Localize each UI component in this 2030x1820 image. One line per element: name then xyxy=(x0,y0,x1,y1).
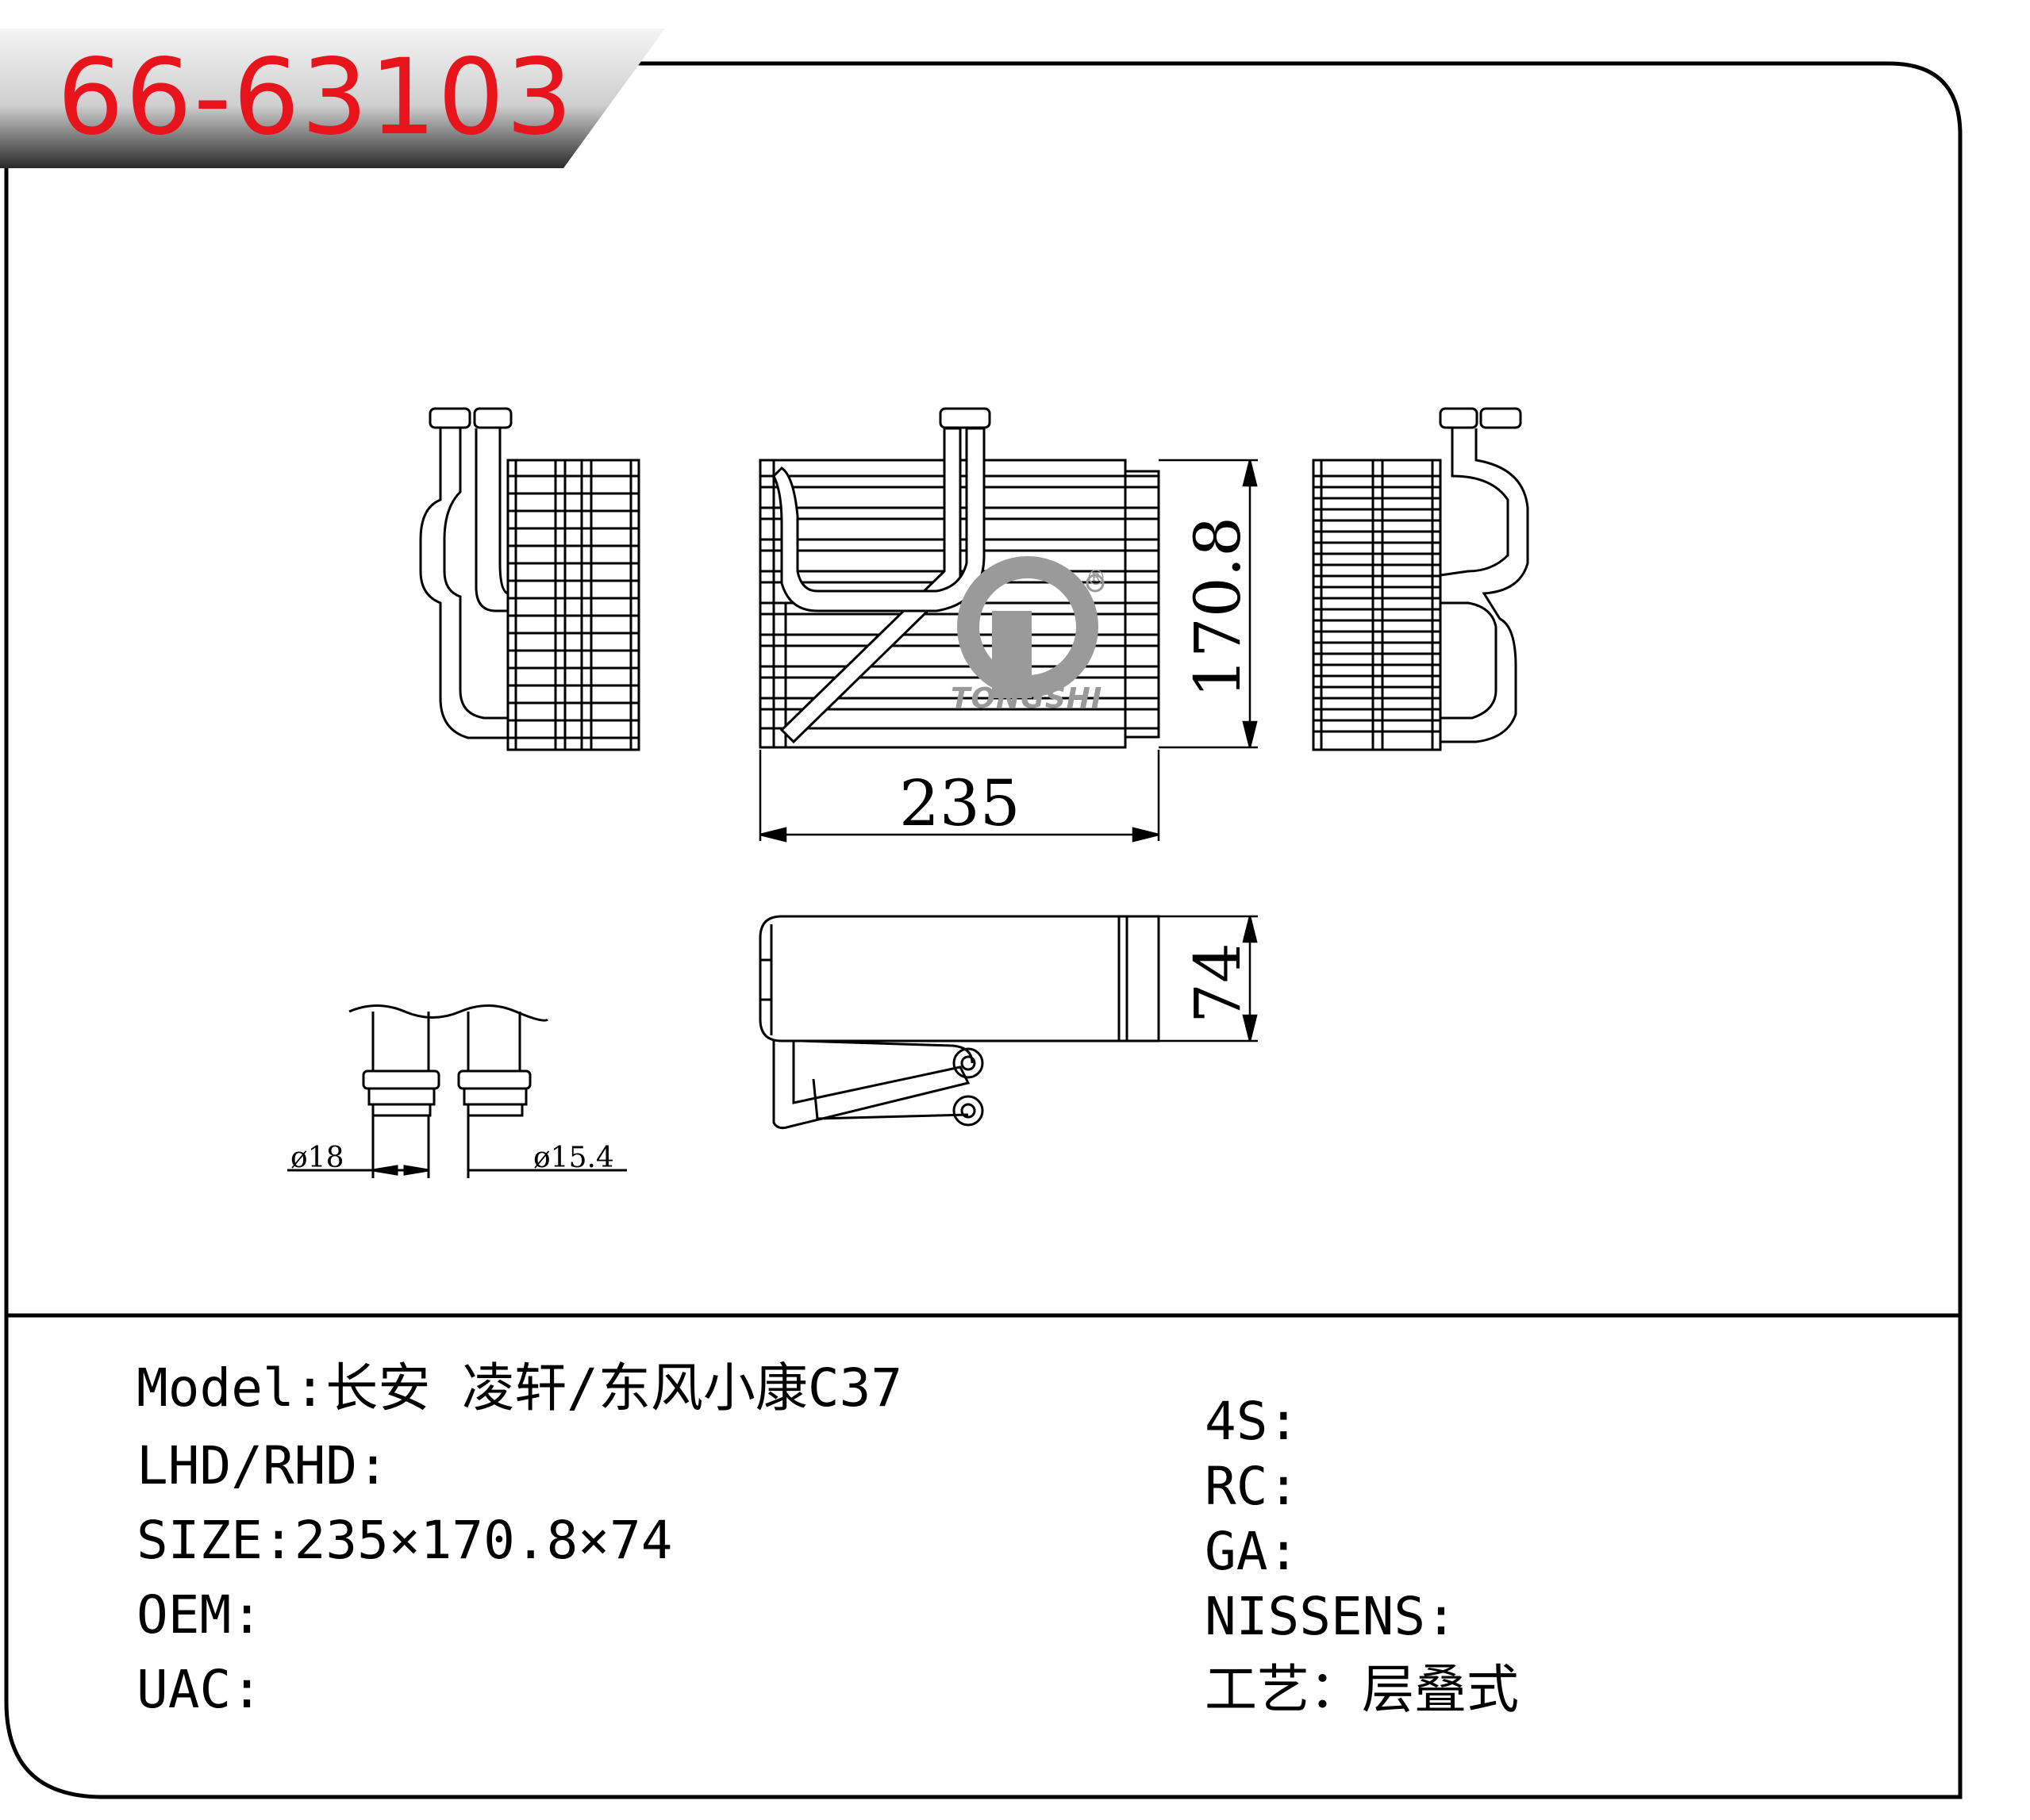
spec-value-model: 长安 凌轩/东风小康C37 xyxy=(325,1357,903,1419)
depth-dimension: 74 xyxy=(1181,943,1255,1023)
pipe-outer-diameter: ø18 xyxy=(290,1142,344,1174)
left-view-fins xyxy=(508,474,639,739)
spec-value-process: 层叠式 xyxy=(1362,1659,1519,1720)
part-number: 66-63103 xyxy=(57,36,575,159)
spec-label-model: Model: xyxy=(136,1357,326,1419)
side-view-left xyxy=(419,407,640,751)
pipe-detail xyxy=(287,1004,627,1178)
spec-label-size: SIZE: xyxy=(136,1510,294,1571)
spec-row-ga: GA: xyxy=(1205,1520,1299,1584)
brand-logo xyxy=(957,556,1105,698)
right-view-fins xyxy=(1313,474,1440,733)
width-dimension: 235 xyxy=(899,766,1021,840)
spec-label-uac: UAC: xyxy=(136,1659,263,1720)
spec-value-size: 235×170.8×74 xyxy=(294,1510,673,1571)
spec-row-nissens: NISSENS: xyxy=(1205,1585,1457,1649)
spec-label-process: 工艺： xyxy=(1205,1659,1362,1720)
dimension-lines xyxy=(759,459,1258,1042)
spec-label-rc: RC: xyxy=(1205,1456,1300,1517)
spec-row-4s: 4S: xyxy=(1205,1390,1299,1453)
spec-row-process: 工艺：层叠式 xyxy=(1205,1658,1519,1722)
spec-label-ga: GA: xyxy=(1205,1521,1300,1582)
registered-mark: ® xyxy=(1086,566,1106,590)
brand-watermark: TONGSHI xyxy=(951,682,1103,715)
spec-row-size: SIZE:235×170.8×74 xyxy=(136,1509,673,1572)
part-number-banner xyxy=(0,29,665,168)
spec-label-lhd-rhd: LHD/RHD: xyxy=(136,1435,389,1496)
spec-row-oem: OEM: xyxy=(136,1584,263,1647)
spec-label-oem: OEM: xyxy=(136,1584,263,1645)
spec-row-model: Model:长安 凌轩/东风小康C37 xyxy=(136,1357,902,1420)
pipe-inner-diameter: ø15.4 xyxy=(533,1142,614,1174)
spec-row-uac: UAC: xyxy=(136,1658,263,1722)
spec-row-lhd-rhd: LHD/RHD: xyxy=(136,1434,389,1498)
spec-label-nissens: NISSENS: xyxy=(1205,1586,1457,1647)
spec-row-rc: RC: xyxy=(1205,1455,1299,1519)
side-view-right xyxy=(1312,407,1529,751)
top-view xyxy=(759,915,1160,1130)
sheet-frame xyxy=(4,61,1963,1799)
height-dimension: 170.8 xyxy=(1181,516,1255,698)
spec-label-4s: 4S: xyxy=(1205,1391,1300,1452)
